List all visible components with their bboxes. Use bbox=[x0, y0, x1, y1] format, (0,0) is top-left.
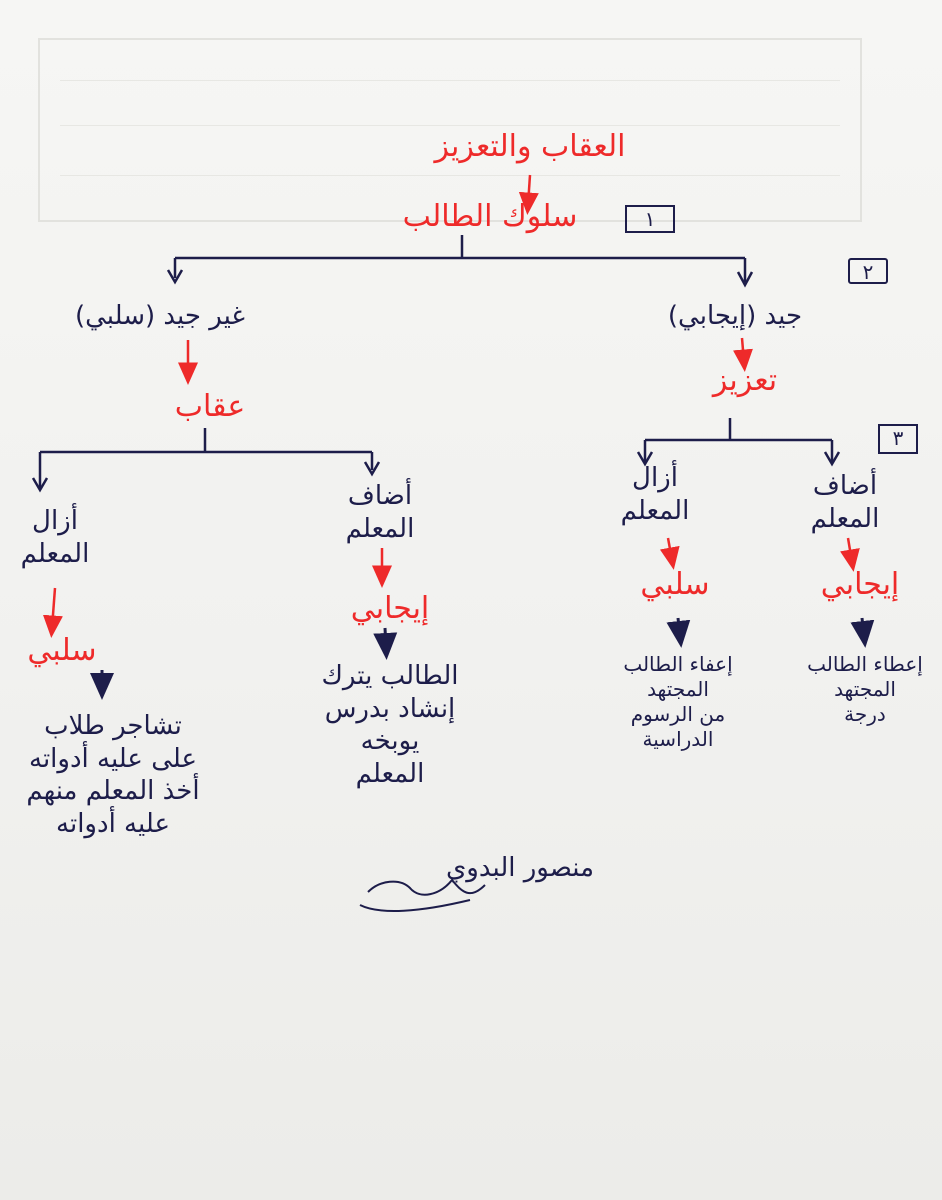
right-removed-outcome: سلبي bbox=[640, 567, 710, 602]
right-removed-effect: إعفاء الطالب المجتهد من الرسوم الدراسية bbox=[623, 652, 733, 751]
diagram-title: العقاب والتعزيز bbox=[434, 129, 626, 164]
left-removed-label: أزال المعلم bbox=[20, 506, 90, 569]
right-branch-result: تعزيز bbox=[712, 363, 778, 398]
left-added-effect: الطالب يترك إنشاد بدرس يوبخه المعلم bbox=[321, 661, 459, 789]
left-branch-label: غير جيد (سلبي) bbox=[74, 301, 246, 331]
step-number-3: ٣ bbox=[878, 424, 918, 454]
right-added-outcome: إيجابي bbox=[820, 567, 900, 602]
step-number-2: ٢ bbox=[848, 258, 888, 284]
right-added-effect: إعطاء الطالب المجتهد درجة bbox=[807, 652, 923, 726]
left-bracket bbox=[38, 428, 374, 488]
faded-line bbox=[60, 80, 840, 81]
left-removed-outcome: سلبي bbox=[27, 633, 97, 668]
right-added-label: أضاف المعلم bbox=[810, 471, 880, 534]
arrow-right-to-reinforce bbox=[732, 337, 753, 372]
right-bracket bbox=[643, 418, 834, 462]
arrow-title-to-root bbox=[518, 174, 539, 215]
left-removed-effect: تشاجر طلاب على عليه أدواته أخذ المعلم من… bbox=[26, 711, 200, 839]
faded-line bbox=[60, 125, 840, 126]
left-added-outcome: إيجابي bbox=[350, 591, 430, 626]
right-branch-label: جيد (إيجابي) bbox=[667, 301, 803, 331]
signature-flourish bbox=[359, 878, 486, 912]
left-branch-result: عقاب bbox=[174, 389, 246, 424]
right-removed-label: أزال المعلم bbox=[620, 463, 690, 526]
left-added-label: أضاف المعلم bbox=[345, 481, 415, 544]
step-number-1: ١ bbox=[625, 205, 675, 233]
root-node: سلوك الطالب bbox=[402, 199, 578, 234]
faded-line bbox=[60, 175, 840, 176]
faded-table-box bbox=[38, 38, 862, 222]
signature: منصور البدوي bbox=[445, 853, 595, 883]
main-bracket bbox=[173, 235, 747, 282]
